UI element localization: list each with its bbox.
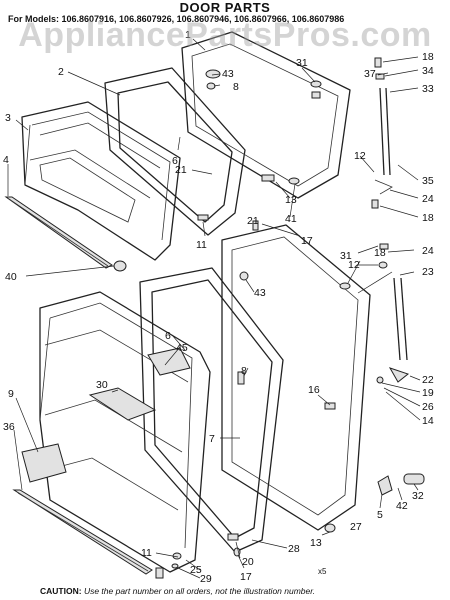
part-breaker-strip-lower <box>12 443 153 575</box>
label-1: 1 <box>185 29 191 41</box>
model-list: For Models: 106.8607916, 106.8607926, 10… <box>8 14 345 24</box>
part-freezer-liner <box>21 101 181 261</box>
part-hinge-hardware-lower <box>155 243 425 579</box>
label-42: 42 <box>396 500 408 512</box>
label-43a: 43 <box>222 68 234 80</box>
label-12b: 12 <box>348 259 360 271</box>
label-6a: 6 <box>172 155 178 167</box>
label-41: 41 <box>285 213 297 225</box>
label-3: 3 <box>5 112 11 124</box>
label-11a: 11 <box>196 239 207 251</box>
label-6b: 6 <box>165 330 171 342</box>
label-13b: 13 <box>310 537 322 549</box>
label-24a: 24 <box>422 193 434 205</box>
label-17b: 17 <box>240 571 252 583</box>
part-freezer-outer-door <box>181 31 351 199</box>
label-34: 34 <box>422 65 434 77</box>
leader-lines <box>7 38 421 579</box>
label-26: 26 <box>422 401 434 413</box>
label-21a: 21 <box>175 164 187 176</box>
part-labels: 1 2 3 4 5 6 6 7 8 8 9 11 11 12 12 13 13 … <box>3 29 434 585</box>
label-11b: 11 <box>141 547 152 559</box>
label-18b: 18 <box>422 212 434 224</box>
label-16: 16 <box>308 384 320 396</box>
label-17a: 17 <box>301 235 313 247</box>
label-33: 33 <box>422 83 434 95</box>
label-29: 29 <box>200 573 212 585</box>
part-breaker-strip-upper <box>4 196 113 269</box>
label-32: 32 <box>412 490 424 502</box>
label-20: 20 <box>242 556 254 568</box>
label-23: 23 <box>422 266 434 278</box>
label-5: 5 <box>377 509 383 521</box>
label-13a: 13 <box>285 194 297 206</box>
diagram-code: x5 <box>318 567 327 576</box>
label-45: 45 <box>176 342 188 354</box>
caution-label: CAUTION: <box>40 586 82 596</box>
label-27: 27 <box>350 521 362 533</box>
label-35: 35 <box>422 175 434 187</box>
label-28: 28 <box>288 543 300 555</box>
caution-text: Use the part number on all orders, not t… <box>83 586 316 596</box>
label-14: 14 <box>422 415 434 427</box>
part-hinge-hardware-upper <box>113 57 393 272</box>
label-8b: 8 <box>241 365 247 377</box>
label-25: 25 <box>190 564 202 576</box>
part-fresh-food-liner <box>39 291 211 573</box>
label-21b: 21 <box>247 215 259 227</box>
label-37: 37 <box>364 68 376 80</box>
part-fresh-food-outer-door <box>221 224 371 531</box>
label-12a: 12 <box>354 150 366 162</box>
label-18a: 18 <box>422 51 434 63</box>
part-fresh-food-gasket <box>139 267 284 553</box>
page-title: DOOR PARTS <box>179 0 271 15</box>
label-40: 40 <box>5 271 17 283</box>
label-7: 7 <box>209 433 215 445</box>
caution-note: CAUTION: Use the part number on all orde… <box>40 586 450 596</box>
label-9: 9 <box>8 388 14 400</box>
label-36: 36 <box>3 421 15 433</box>
label-22: 22 <box>422 374 434 386</box>
label-31b: 31 <box>340 250 352 262</box>
label-19: 19 <box>422 387 434 399</box>
label-2: 2 <box>58 66 64 78</box>
label-4: 4 <box>3 154 9 166</box>
label-24b: 24 <box>422 245 434 257</box>
label-30: 30 <box>96 379 108 391</box>
part-freezer-gasket <box>104 67 246 236</box>
label-43b: 43 <box>254 287 266 299</box>
label-31a: 31 <box>296 57 308 69</box>
label-18c: 18 <box>374 247 386 259</box>
label-8a: 8 <box>233 81 239 93</box>
